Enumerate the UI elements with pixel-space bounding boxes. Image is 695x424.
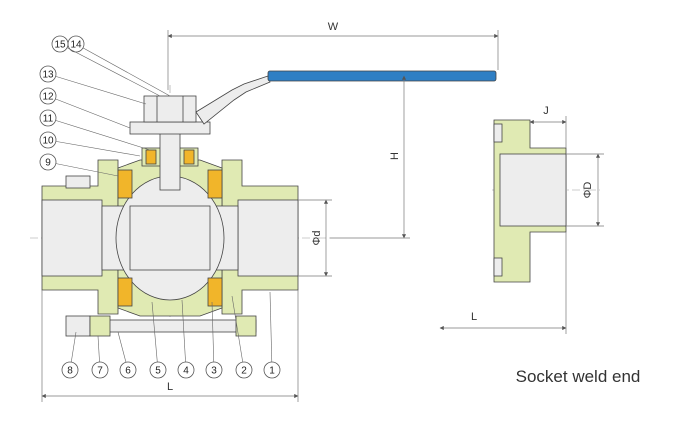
callout-leader [47, 73, 147, 105]
seat-upper-left [117, 169, 133, 199]
callout-1: 1 [263, 291, 281, 379]
callout-10: 10 [39, 131, 141, 157]
dimension-d-small: Φd [298, 199, 332, 277]
callout-7: 7 [91, 335, 109, 379]
callout-label: 6 [125, 366, 131, 377]
dimension-l-main-label: L [167, 381, 173, 393]
callout-circle [61, 361, 79, 379]
callout-label: 10 [42, 136, 54, 147]
callout-leader [181, 299, 187, 371]
callout-circle [205, 361, 223, 379]
callout-label: 2 [241, 366, 247, 377]
callout-leader [231, 295, 245, 371]
callout-leader [47, 117, 151, 151]
callout-2: 2 [231, 295, 253, 379]
stem-nut [143, 95, 197, 123]
callout-circle [51, 35, 69, 53]
side-bolt-hole-top [493, 123, 503, 143]
callout-label: 15 [54, 40, 66, 51]
callout-leader [75, 43, 171, 97]
callout-circle [91, 361, 109, 379]
callout-label: 8 [67, 366, 73, 377]
ball-port [129, 205, 211, 271]
dimension-l-side-label: L [471, 311, 477, 323]
bolt-head-top [65, 175, 91, 189]
right-socket-bore [237, 199, 299, 277]
callout-label: 1 [269, 366, 275, 377]
caption: Socket weld end [516, 367, 641, 386]
callout-circle [39, 131, 57, 149]
packing-right [183, 149, 195, 165]
seat-lower-right [207, 277, 223, 307]
seat-upper-right [207, 169, 223, 199]
nut-right [235, 315, 257, 337]
callout-4: 4 [177, 299, 195, 379]
callout-9: 9 [39, 153, 119, 177]
side-socket-bore [499, 153, 567, 227]
valve-assembly [30, 70, 497, 337]
dimension-j-label: J [543, 105, 549, 117]
callout-11: 11 [39, 109, 151, 151]
callout-3: 3 [205, 301, 223, 379]
callout-6: 6 [117, 331, 137, 379]
callout-label: 7 [97, 366, 103, 377]
callout-circle [39, 65, 57, 83]
callout-13: 13 [39, 65, 147, 105]
dimension-d-large-label: ΦD [582, 182, 594, 199]
callout-circle [235, 361, 253, 379]
callout-leader [269, 291, 273, 371]
callout-label: 13 [42, 70, 54, 81]
callout-12: 12 [39, 87, 131, 129]
callout-label: 11 [43, 114, 54, 125]
handle-grip [267, 70, 497, 82]
callout-label: 9 [45, 158, 51, 169]
callout-circle [119, 361, 137, 379]
callout-leader [151, 301, 159, 371]
dimension-w-label: W [328, 21, 339, 33]
packing-left [145, 149, 157, 165]
callout-leader [47, 95, 131, 129]
dimension-h: H [330, 75, 410, 239]
callout-leader [47, 161, 119, 177]
callout-circle [177, 361, 195, 379]
stem [159, 129, 181, 191]
dimension-w: W [167, 21, 499, 90]
callout-label: 3 [211, 366, 217, 377]
bolt-head-bottom [65, 315, 91, 337]
handle-arm [195, 75, 271, 125]
callout-8: 8 [61, 331, 79, 379]
bolt-shank [89, 319, 257, 333]
seat-lower-left [117, 277, 133, 307]
callout-leader [59, 43, 161, 97]
dimension-h-label: H [389, 152, 401, 160]
dimension-l-main: L [41, 290, 299, 402]
side-view: J ΦD L [439, 105, 604, 334]
callout-label: 5 [155, 366, 161, 377]
callout-leader [211, 301, 215, 371]
dimension-d-small-label: Φd [311, 231, 323, 246]
callout-circle [39, 87, 57, 105]
callout-circle [39, 153, 57, 171]
callout-circle [39, 109, 57, 127]
callout-5: 5 [149, 301, 167, 379]
callout-circle [149, 361, 167, 379]
callout-15: 15 [51, 35, 161, 97]
callout-label: 14 [70, 40, 82, 51]
nut-left [89, 315, 111, 337]
callout-14: 14 [67, 35, 171, 97]
side-bolt-hole-bottom [493, 257, 503, 277]
callout-label: 4 [183, 366, 189, 377]
callout-circle [263, 361, 281, 379]
left-socket-bore [41, 199, 103, 277]
gland [129, 121, 211, 135]
callout-leader [47, 139, 141, 157]
callout-label: 12 [42, 92, 54, 103]
